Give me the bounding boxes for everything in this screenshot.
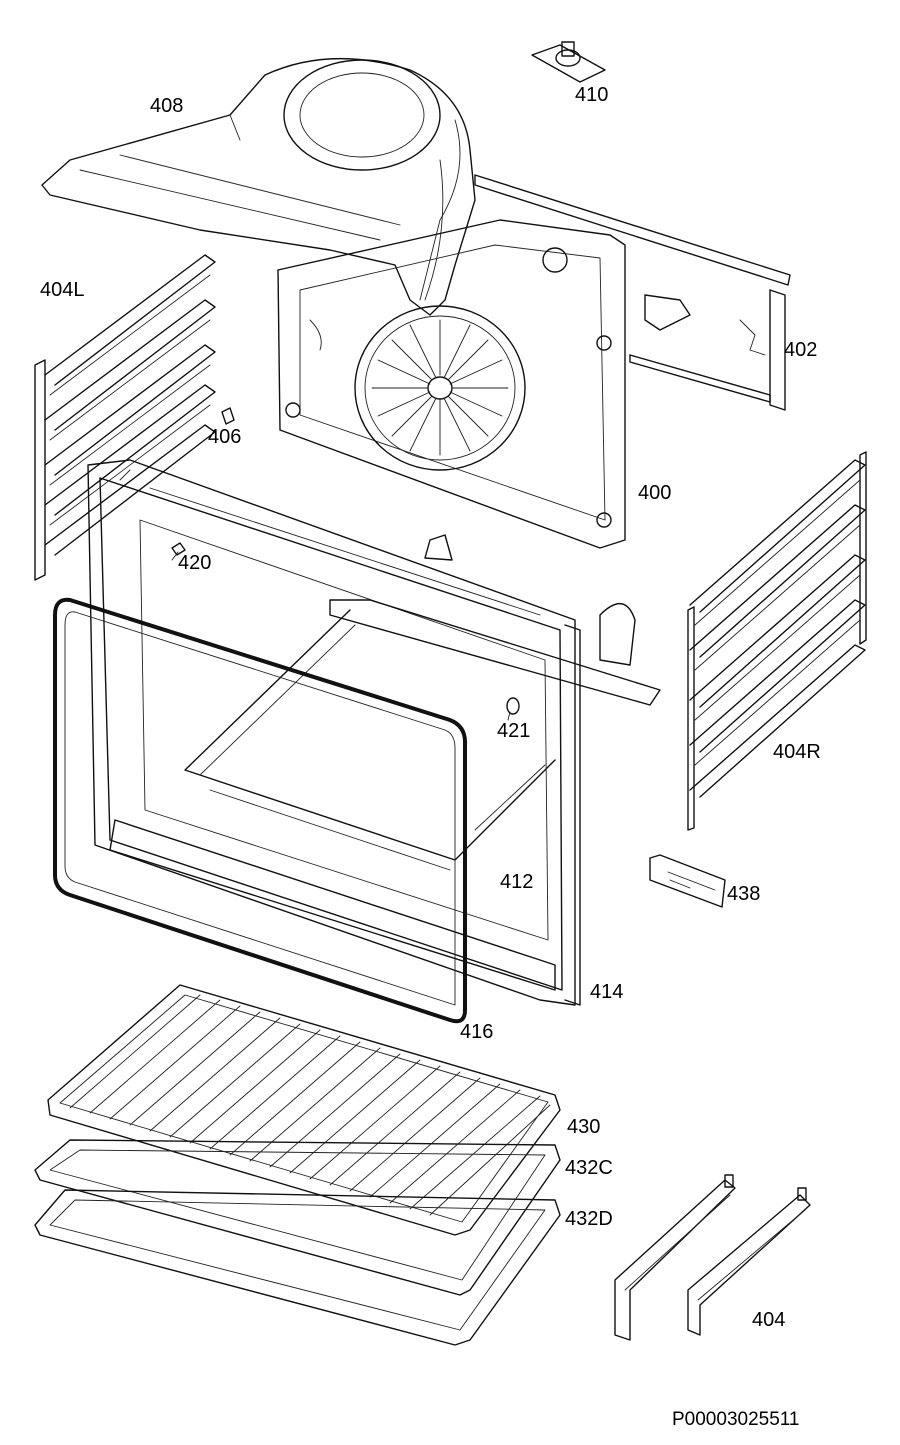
label-408: 408: [150, 95, 183, 117]
clip-406: [221, 407, 235, 425]
screw-420: [171, 542, 186, 561]
label-416: 416: [460, 1021, 493, 1043]
screw-421: [506, 697, 520, 721]
rear-bracket-402: [474, 174, 791, 411]
left-shelf-support-404L: [34, 254, 216, 581]
label-430: 430: [567, 1116, 600, 1138]
tray-432D: [34, 1189, 561, 1346]
label-432C: 432C: [565, 1157, 613, 1179]
label-432D: 432D: [565, 1208, 613, 1230]
frame-414: [564, 624, 581, 1006]
wire-shelf-430: [47, 984, 561, 1236]
label-410: 410: [575, 84, 608, 106]
label-414: 414: [590, 981, 623, 1003]
telescopic-runners-404: [614, 1174, 811, 1341]
back-panel-400: [277, 219, 626, 549]
label-404R: 404R: [773, 741, 821, 763]
label-420: 420: [178, 552, 211, 574]
label-406: 406: [208, 426, 241, 448]
label-404: 404: [752, 1309, 785, 1331]
tray-432C: [34, 1139, 561, 1296]
bracket-438: [649, 854, 726, 908]
label-402: 402: [784, 339, 817, 361]
label-400: 400: [638, 482, 671, 504]
top-cover-408: [41, 57, 476, 316]
right-shelf-support-404R: [687, 451, 867, 831]
door-seal-416: [53, 597, 467, 1024]
label-412: 412: [500, 871, 533, 893]
label-421: 421: [497, 720, 530, 742]
label-404L: 404L: [40, 279, 85, 301]
motor-mount-410: [531, 41, 606, 83]
drawing-code: P00003025511: [672, 1409, 800, 1430]
label-438: 438: [727, 883, 760, 905]
oven-cavity-412: [87, 459, 661, 1006]
